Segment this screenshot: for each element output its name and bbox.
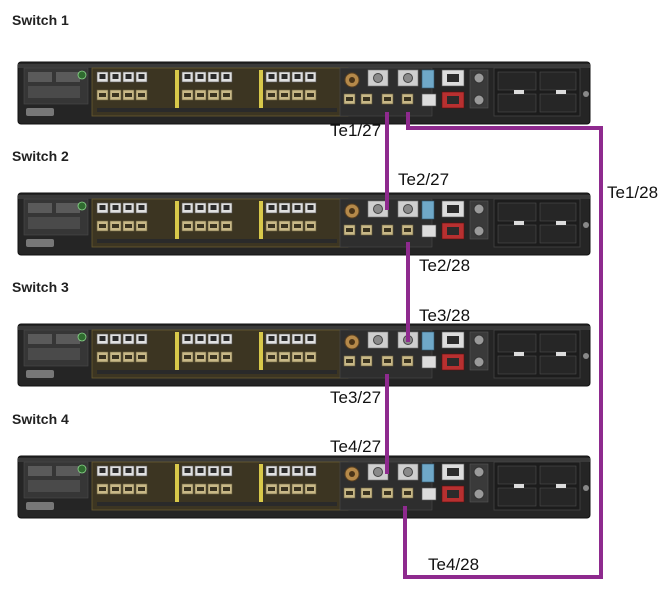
label-te1-27: Te1/27 (330, 121, 382, 140)
label-te2-28: Te2/28 (419, 256, 471, 275)
switch-4-chassis (18, 456, 590, 518)
switch-1-chassis (18, 62, 590, 124)
switch-2-title: Switch 2 (12, 148, 69, 164)
switch-3-title: Switch 3 (12, 279, 69, 295)
cable-te1-28-te4-28 (403, 112, 603, 579)
label-te1-28: Te1/28 (607, 183, 659, 202)
switch-2-chassis (18, 193, 590, 255)
label-te3-27: Te3/27 (330, 388, 382, 407)
label-te4-27: Te4/27 (330, 437, 382, 456)
switch-3-chassis (18, 324, 590, 386)
switch-1-title: Switch 1 (12, 12, 69, 28)
label-te4-28: Te4/28 (428, 555, 480, 574)
switch-4-title: Switch 4 (12, 411, 69, 427)
label-te2-27: Te2/27 (398, 170, 450, 189)
label-te3-28: Te3/28 (419, 306, 471, 325)
